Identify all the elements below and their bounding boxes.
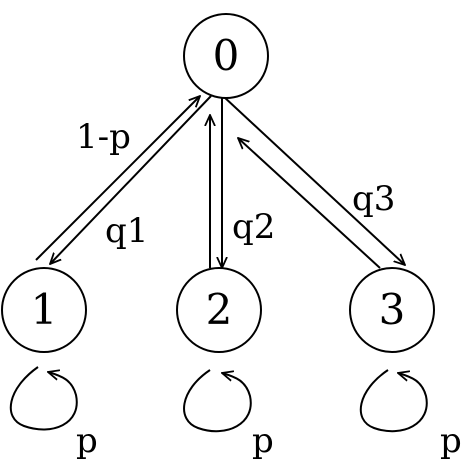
edge-label-0-to-3: q3: [352, 179, 395, 219]
edge-label-0-to-1: q1: [105, 211, 148, 251]
node-3-circle: [349, 267, 435, 353]
self-loop-3: [359, 369, 428, 433]
node-0-circle: [183, 13, 269, 99]
edge-1-to-0: [35, 96, 200, 261]
node-3: 3: [349, 267, 435, 353]
self-loop-2: [183, 369, 252, 433]
edge-3-to-0: [238, 138, 381, 269]
self-loop-1: [9, 366, 78, 431]
node-1-label: 1: [31, 285, 58, 334]
edge-0-to-1: [50, 95, 212, 264]
node-0-label: 0: [213, 31, 240, 80]
edge-label-1-to-0: 1-p: [76, 117, 131, 157]
node-1-circle: [1, 267, 87, 353]
node-1: 1: [1, 267, 87, 353]
node-3-label: 3: [379, 285, 406, 334]
node-0: 0: [183, 13, 269, 99]
loop-label-2: p: [252, 421, 274, 461]
node-2-label: 2: [206, 285, 233, 334]
edge-0-to-3: [222, 95, 405, 265]
loop-label-1: p: [76, 421, 98, 461]
edge-label-0-to-2: q2: [232, 207, 275, 247]
node-2: 2: [176, 267, 262, 353]
node-2-circle: [176, 267, 262, 353]
loop-label-3: p: [440, 421, 462, 461]
